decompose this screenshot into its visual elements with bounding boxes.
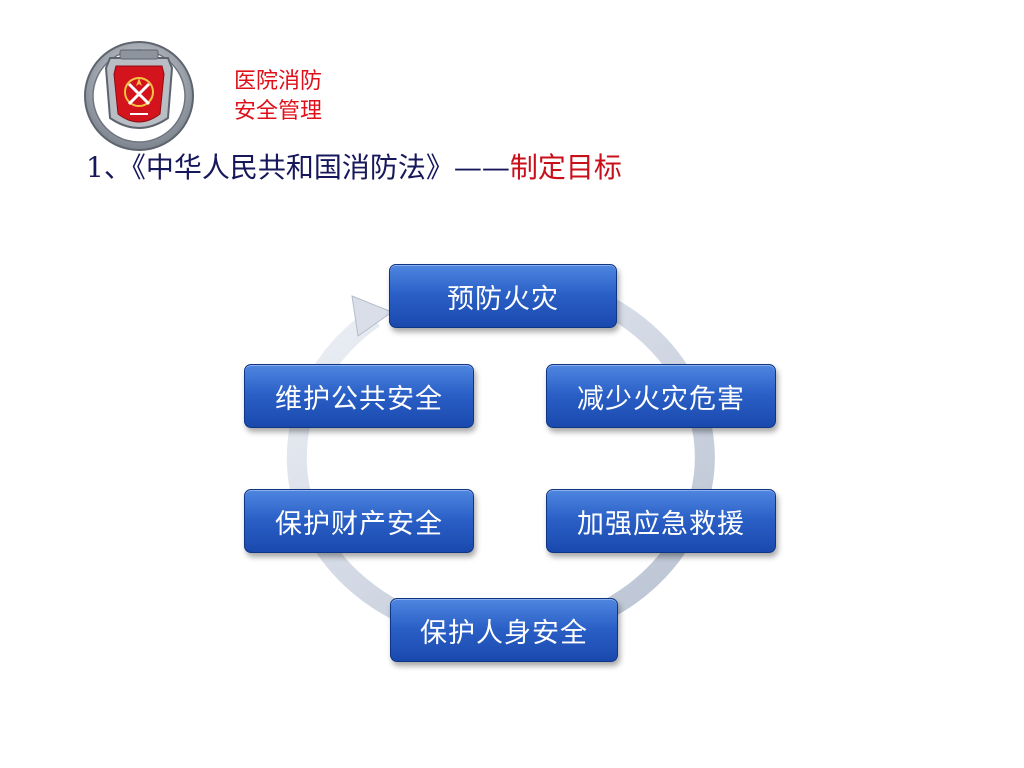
cycle-node-prevent-fire: 预防火灾 [389, 264, 617, 328]
cycle-node-emergency-rescue: 加强应急救援 [546, 489, 776, 553]
cycle-node-label: 预防火灾 [447, 283, 559, 315]
cycle-node-label: 减少火灾危害 [577, 383, 745, 415]
cycle-node-protect-personal-safety: 保护人身安全 [390, 598, 618, 662]
cycle-node-protect-property-safety: 保护财产安全 [244, 489, 474, 553]
cycle-ring-arc [286, 290, 715, 646]
title-prefix: 1、《中华人民共和国消防法》—— [86, 151, 510, 184]
cycle-node-label: 保护财产安全 [275, 508, 443, 540]
page-title: 1、《中华人民共和国消防法》——制定目标 [86, 146, 622, 186]
cycle-node-label: 维护公共安全 [275, 383, 443, 415]
cycle-arrow-head [351, 295, 394, 337]
cycle-node-label: 保护人身安全 [420, 617, 588, 649]
cycle-node-reduce-fire-hazard: 减少火灾危害 [546, 364, 776, 428]
cycle-node-label: 加强应急救援 [577, 508, 745, 540]
title-accent: 制定目标 [509, 151, 622, 184]
header-line-2: 安全管理 [234, 99, 323, 124]
fire-services-badge-logo [84, 41, 194, 151]
header-line-1: 医院消防 [234, 69, 323, 94]
cycle-node-public-safety: 维护公共安全 [244, 364, 474, 428]
header-title: 医院消防 安全管理 [234, 67, 322, 127]
